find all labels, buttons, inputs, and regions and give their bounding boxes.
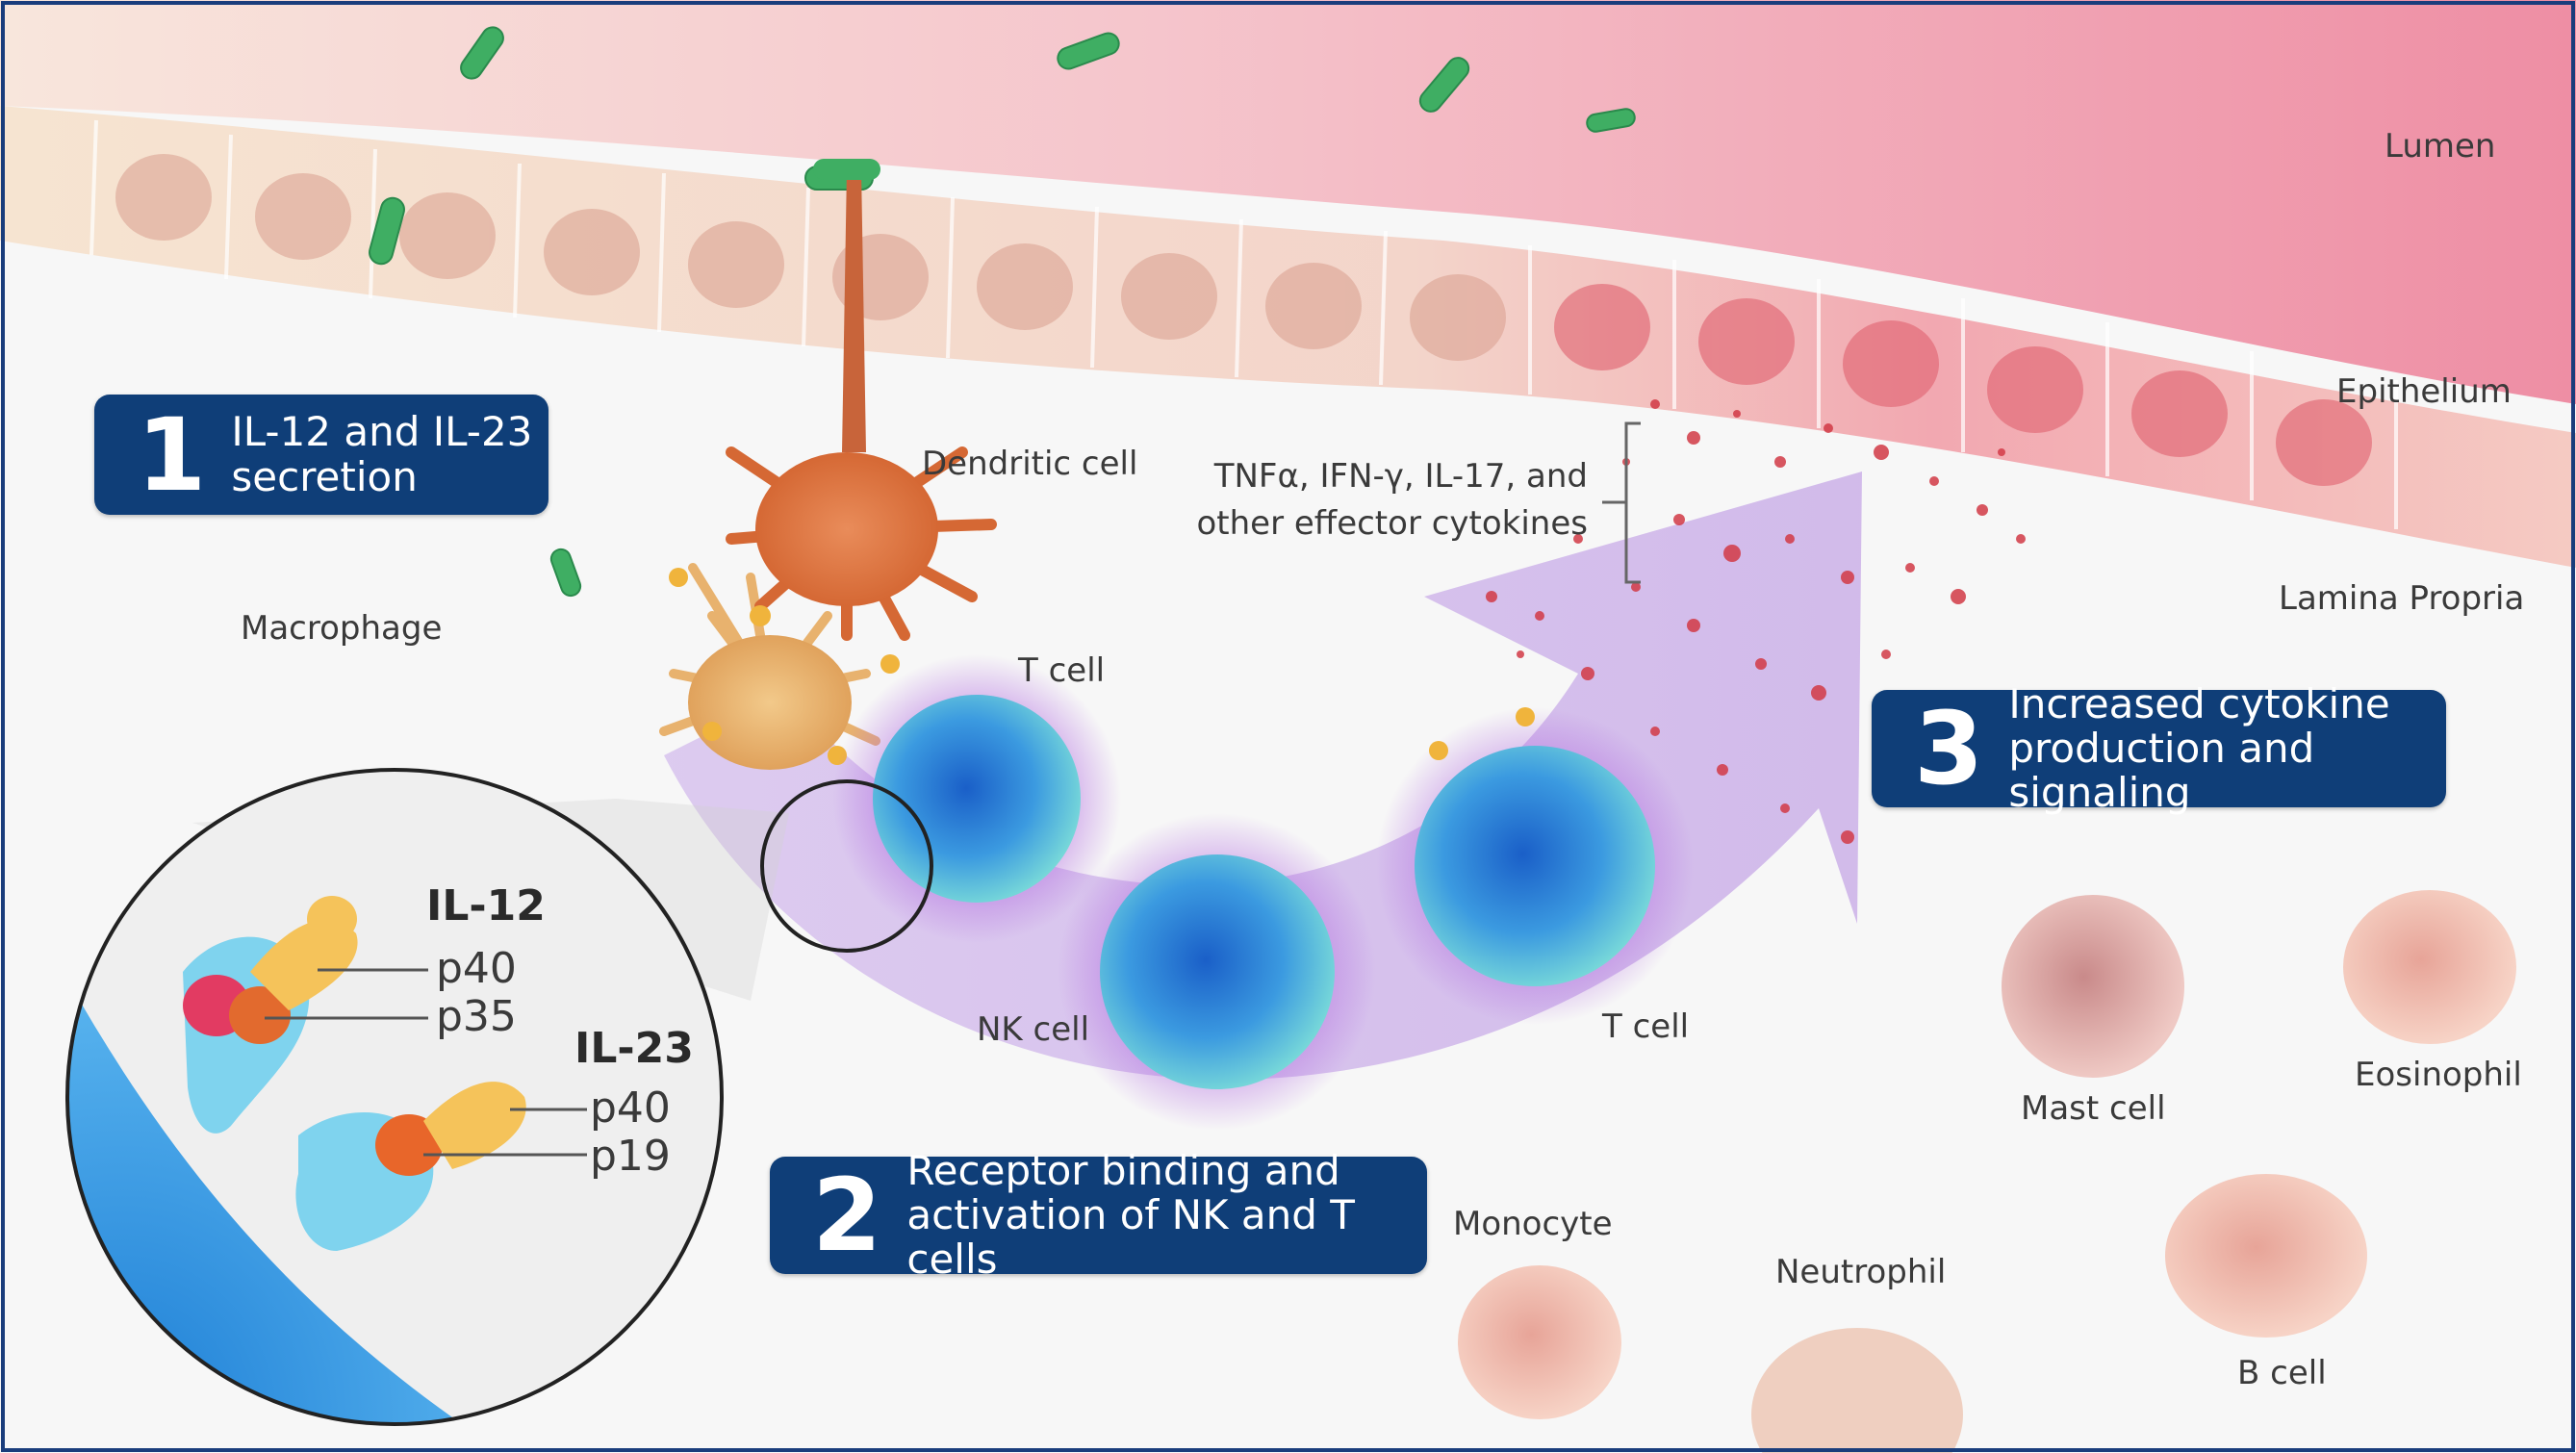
dendritic-cell <box>726 159 997 641</box>
t-cell-top-label: T cell <box>1018 651 1106 690</box>
t-cell-right <box>1376 707 1694 1025</box>
eosinophil-label: Eosinophil <box>2355 1056 2522 1094</box>
cytokine-bracket <box>1602 421 1641 584</box>
monocyte-shape <box>1458 1265 1621 1419</box>
step-3-number: 3 <box>1914 690 1984 807</box>
b-cell-label: B cell <box>2237 1354 2327 1392</box>
il12-p35-label: p35 <box>436 992 517 1041</box>
mast-cell-label: Mast cell <box>2021 1089 2166 1128</box>
neutrophil-label: Neutrophil <box>1775 1253 1947 1291</box>
mast-cell-shape <box>2002 895 2184 1078</box>
step-1-text: IL-12 and IL-23 secretion <box>231 408 533 500</box>
step-2-text: Receptor binding and activation of NK an… <box>906 1146 1355 1284</box>
step-2-box: 2 Receptor binding and activation of NK … <box>770 1148 1427 1282</box>
cytokines-label-line1: TNFα, IFN-γ, IL-17, and <box>1213 457 1588 496</box>
eosinophil-shape <box>2343 890 2516 1044</box>
il12-p40-label: p40 <box>436 944 517 993</box>
macrophage-cell <box>659 563 880 770</box>
inset-magnified-view <box>65 768 724 1426</box>
step-3-box: 3 Increased cytokine production and sign… <box>1872 681 2446 815</box>
macrophage-label: Macrophage <box>241 609 443 648</box>
t-cell-right-label: T cell <box>1602 1007 1690 1046</box>
epithelium-label: Epithelium <box>2336 372 2512 411</box>
cytokines-label-line2: other effector cytokines <box>1196 504 1588 543</box>
monocyte-label: Monocyte <box>1453 1205 1613 1243</box>
lumen-label: Lumen <box>2385 127 2496 166</box>
il23-p40-label: p40 <box>590 1083 671 1133</box>
dendritic-cell-label: Dendritic cell <box>922 445 1138 483</box>
il23-title: IL-23 <box>574 1024 694 1073</box>
il23-p19-label: p19 <box>590 1132 671 1181</box>
il12-title: IL-12 <box>426 881 546 930</box>
lamina-propria-label: Lamina Propria <box>2279 579 2525 618</box>
nk-cell <box>1058 813 1376 1131</box>
step-1-number: 1 <box>137 395 207 514</box>
step-2-number: 2 <box>812 1157 882 1274</box>
nk-cell-label: NK cell <box>977 1010 1090 1049</box>
neutrophil-shape <box>1751 1328 1963 1453</box>
step-3-text: Increased cytokine production and signal… <box>2008 679 2390 817</box>
t-cell-top <box>832 654 1121 943</box>
b-cell-shape <box>2165 1174 2367 1338</box>
step-1-box: 1 IL-12 and IL-23 secretion <box>94 395 548 515</box>
